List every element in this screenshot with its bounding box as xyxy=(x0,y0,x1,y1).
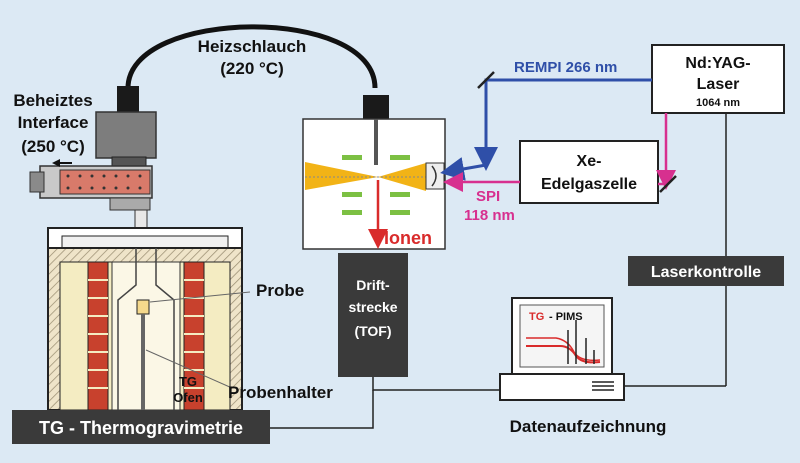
interface-label-3: (250 °C) xyxy=(21,137,84,156)
computer-monitor-icon xyxy=(511,297,613,375)
rempi-beam-to-lens xyxy=(440,157,487,181)
interface-heater-dots xyxy=(66,174,142,190)
flow-left-arrow-icon xyxy=(52,159,72,167)
tg-ofen-label-2: Ofen xyxy=(173,390,203,405)
thermogravimetrie-label: TG - Thermogravimetrie xyxy=(39,418,243,438)
rempi-mirror-icon xyxy=(477,71,495,89)
laserkontrolle-box xyxy=(628,256,784,286)
rempi-label: REMPI 266 nm xyxy=(514,59,617,76)
sample-crucible xyxy=(136,299,150,315)
datenaufzeichnung-label: Datenaufzeichnung xyxy=(510,417,667,436)
ionen-label: Ionen xyxy=(384,228,432,248)
probe-pointer xyxy=(149,291,251,303)
inlet-capillary xyxy=(374,119,378,165)
heated-hose xyxy=(125,24,378,89)
spi-mirror-icon xyxy=(659,175,677,193)
laser-label-3: 1064 nm xyxy=(696,97,740,109)
tg-data-cable xyxy=(270,390,374,429)
disk-drive-slots xyxy=(592,381,614,391)
drift-label-3: (TOF) xyxy=(354,323,391,339)
xe-label-1: Xe- xyxy=(577,153,602,170)
heizschlauch-label-1: Heizschlauch xyxy=(198,37,307,56)
interface-outlet-fitting xyxy=(29,171,45,193)
interface-lower-flange xyxy=(109,197,151,211)
furnace-lid-inner xyxy=(61,235,229,249)
interface-label-1: Beheiztes xyxy=(13,91,92,110)
nd-yag-laser-box xyxy=(651,44,785,114)
interface-heater-coil xyxy=(59,169,151,195)
computer-base xyxy=(499,373,625,401)
drift-label-2: strecke xyxy=(348,299,397,315)
heizschlauch-label-2: (220 °C) xyxy=(220,59,283,78)
interface-hose-connector xyxy=(117,86,139,112)
probe-label: Probe xyxy=(256,281,304,300)
interface-label-2: Interface xyxy=(18,113,89,132)
xe-label-2: Edelgaszelle xyxy=(541,176,637,193)
spi-label-1: SPI xyxy=(476,188,500,205)
probenhalter-label: Probenhalter xyxy=(228,383,333,402)
drift-label-1: Drift- xyxy=(356,277,390,293)
laser-label-1: Nd:YAG- xyxy=(685,55,750,72)
tof-hose-connector xyxy=(363,95,389,119)
ion-cone-left xyxy=(305,162,378,190)
drift-tube-box xyxy=(338,253,408,377)
spi-label-2: 118 nm xyxy=(464,207,515,224)
interface-block xyxy=(95,111,157,159)
xe-gas-cell-box xyxy=(519,140,659,204)
screen-tg-label: TG xyxy=(529,311,544,323)
laser-label-2: Laser xyxy=(697,76,740,93)
thermogravimetrie-box xyxy=(12,410,270,444)
lens-housing xyxy=(425,162,445,190)
holder-pointer xyxy=(145,349,233,389)
sample-crucible-tube xyxy=(117,248,175,410)
tof-data-cable xyxy=(372,377,500,391)
electrodes xyxy=(342,155,410,215)
tg-ofen-label-1: TG xyxy=(179,374,197,389)
focus-lens xyxy=(431,165,437,187)
screen-pims-label: - PIMS xyxy=(549,311,583,323)
furnace-tube xyxy=(111,261,181,411)
sample-holder-rod xyxy=(141,314,145,410)
laserkontrolle-label: Laserkontrolle xyxy=(651,264,761,281)
